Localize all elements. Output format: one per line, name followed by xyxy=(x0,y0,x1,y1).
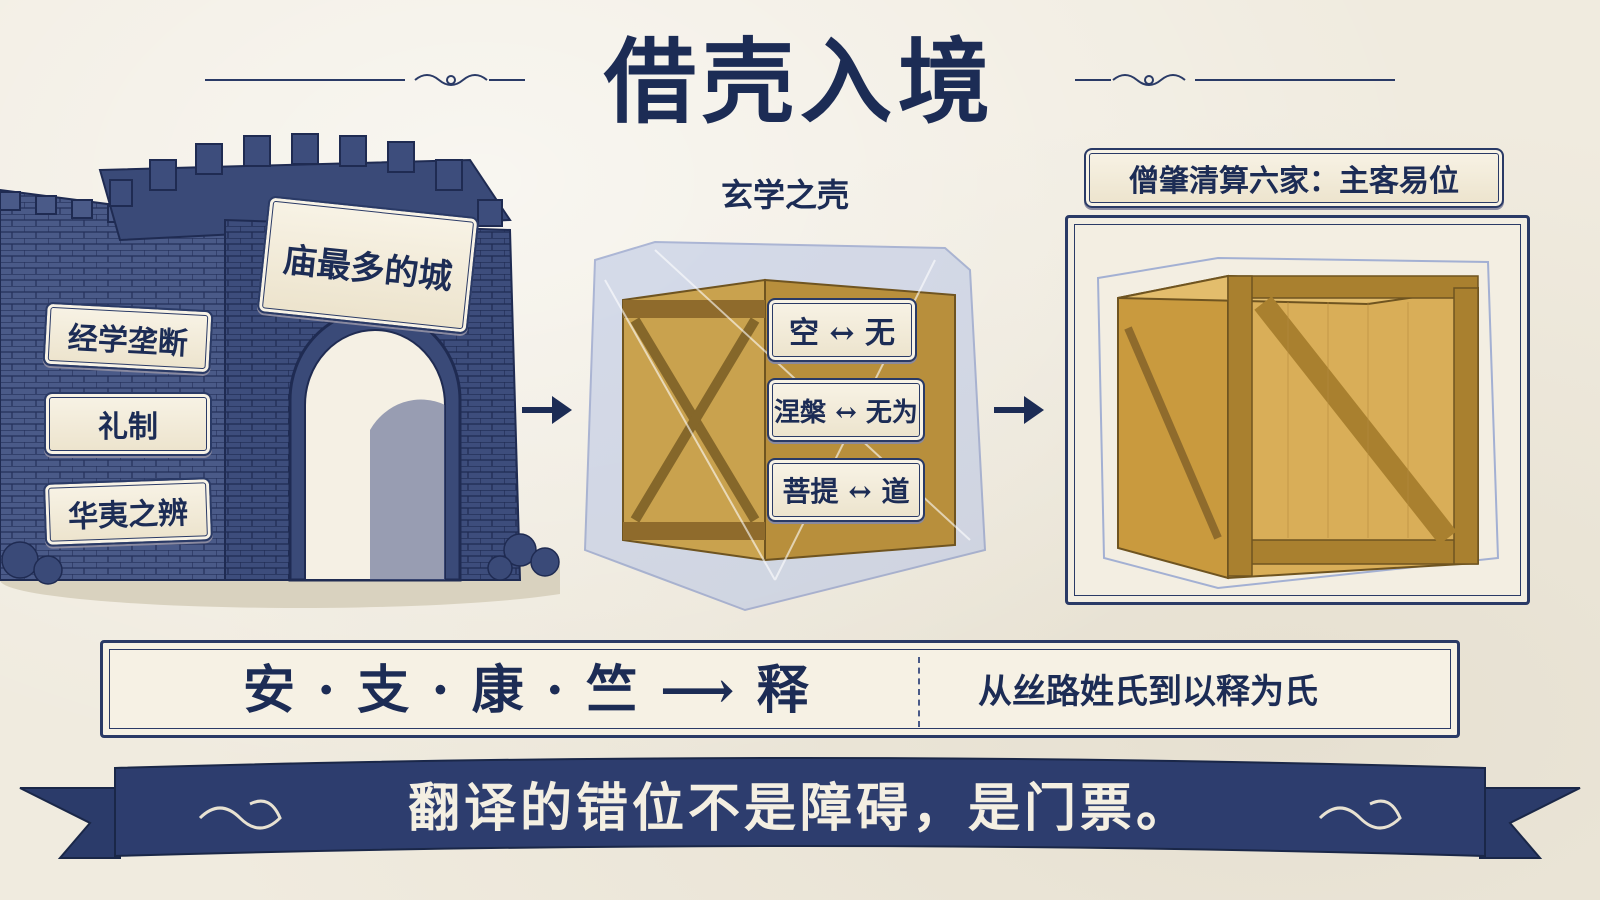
pair-1: 涅槃 ↔ 无为 xyxy=(767,378,925,442)
page-title: 借壳入境 xyxy=(603,28,996,136)
middle-caption: 玄学之壳 xyxy=(720,176,849,214)
pair-2: 菩提 ↔ 道 xyxy=(767,458,925,522)
gate-plaque: 庙最多的城 xyxy=(256,195,480,335)
tag-0: 经学垄断 xyxy=(42,301,214,375)
translation-bar: 安 · 支 · 康 · 竺 ⟶ 释 从丝路姓氏到以释为氏 xyxy=(100,640,1460,738)
arrow-right-icon xyxy=(522,396,572,424)
revealed-crate-frame xyxy=(1065,215,1530,605)
title-ornament-left xyxy=(205,74,525,86)
translation-subtitle: 从丝路姓氏到以释为氏 xyxy=(978,672,1318,712)
bar-divider xyxy=(918,657,920,727)
arrow-right-icon xyxy=(994,396,1044,424)
wrapped-crate-panel: 玄学之壳 空 ↔ 无 涅槃 ↔ 无为 菩提 ↔ 道 xyxy=(575,160,995,620)
right-caption: 僧肇清算六家：主客易位 xyxy=(1084,148,1504,208)
tag-2: 华夷之辨 xyxy=(42,477,214,547)
city-gate-panel: 庙最多的城 经学垄断 礼制 华夷之辨 xyxy=(0,130,560,610)
surnames-to-shi: 安 · 支 · 康 · 竺 ⟶ 释 xyxy=(243,660,811,721)
title-ornament-right xyxy=(1075,74,1395,86)
tag-1: 礼制 xyxy=(44,392,212,456)
ribbon-banner xyxy=(19,757,1581,859)
ribbon-slogan: 翻译的错位不是障碍，是门票。 xyxy=(407,778,1192,839)
revealed-crate-illustration xyxy=(1096,256,1500,590)
pair-0: 空 ↔ 无 xyxy=(767,298,917,362)
